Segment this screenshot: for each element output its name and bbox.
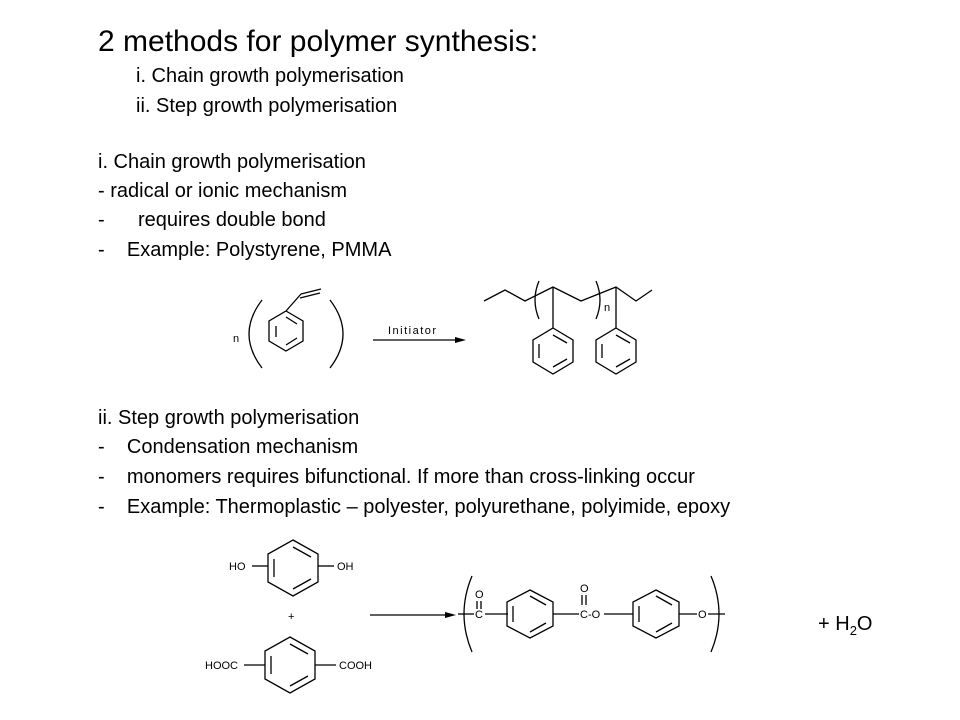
hooc-label: HOOC <box>205 660 238 672</box>
step-bullet-condensation: - Condensation mechanism <box>98 436 359 458</box>
plus-sign: + <box>288 611 294 623</box>
chain-heading: i. Chain growth polymerisation <box>98 151 366 173</box>
chain-bullet-double-bond: - requires double bond <box>98 209 326 231</box>
step-heading: ii. Step growth polymerisation <box>98 407 360 429</box>
repeat-paren-open <box>534 280 540 320</box>
vinyl-bond <box>285 293 302 312</box>
overview-item-step: ii. Step growth polymerisation <box>136 95 398 117</box>
n-left-label: n <box>233 333 239 345</box>
step-bullet-example: - Example: Thermoplastic – polyester, po… <box>98 496 731 518</box>
styrene-scheme: n Initiator n <box>233 280 653 375</box>
carbonyl-o-2: O <box>580 583 589 595</box>
pendant-benzene-ring-1 <box>532 327 574 375</box>
chain-bullet-example: - Example: Polystyrene, PMMA <box>98 239 392 261</box>
chain-bullet-mechanism: - radical or ionic mechanism <box>98 180 347 202</box>
step-bullet-bifunctional: - monomers requires bifunctional. If mor… <box>98 466 695 488</box>
hydroquinone-ring <box>267 539 319 597</box>
polyester-ring-2 <box>632 589 680 639</box>
initiator-label: Initiator <box>388 325 438 337</box>
ho-label: HO <box>229 561 246 573</box>
vinyl-double-bond-a <box>300 288 322 295</box>
cooh-label: COOH <box>339 660 372 672</box>
initiator-arrowhead <box>455 337 466 343</box>
condensation-arrowhead <box>445 612 456 618</box>
carbonyl-c-1: C <box>475 609 483 621</box>
left-paren-open <box>248 299 263 369</box>
carbonyl-o-1: O <box>475 589 484 601</box>
polyester-scheme: HO OH + HOOC COOH O C O C-O <box>205 539 872 694</box>
polyester-ring-1 <box>506 589 554 639</box>
pendant-benzene-ring-2 <box>595 327 637 375</box>
water-byproduct: + H2O <box>818 613 872 638</box>
left-paren-close <box>329 299 344 369</box>
vinyl-double-bond-b <box>299 292 321 299</box>
oh-label: OH <box>337 561 354 573</box>
page-title: 2 methods for polymer synthesis: <box>98 25 539 58</box>
ether-o-label: O <box>698 609 707 621</box>
ester-c-o-label: C-O <box>580 609 601 621</box>
styrene-benzene-ring <box>268 310 304 352</box>
polystyrene-backbone <box>483 286 653 302</box>
repeat-paren-close <box>595 280 601 320</box>
n-right-label: n <box>604 302 610 314</box>
overview-item-chain: i. Chain growth polymerisation <box>136 65 404 87</box>
terephthalic-acid-ring <box>264 636 316 694</box>
